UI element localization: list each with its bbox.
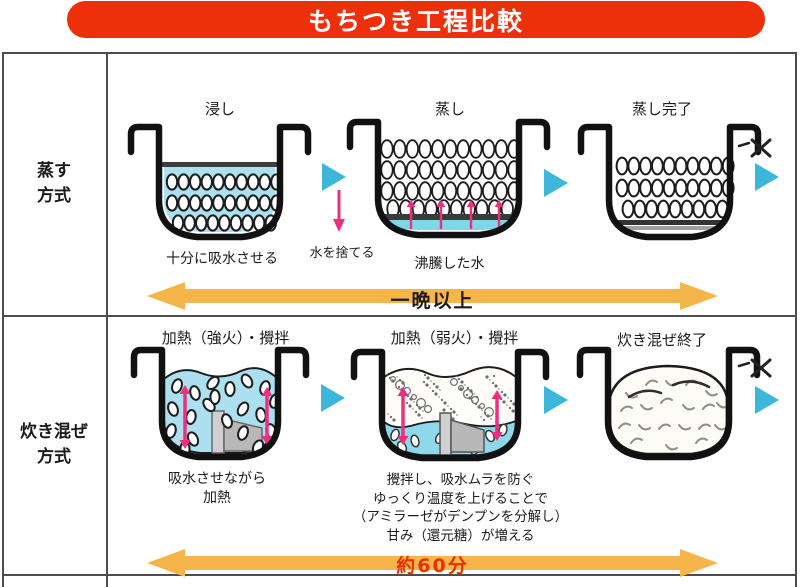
stage-title-steam: 蒸し (434, 100, 465, 118)
title-banner: もちつき工程比較 (67, 1, 765, 38)
stage-title-steam-done: 蒸し完了 (631, 100, 692, 118)
method-label-steam: 蒸す 方式 (37, 161, 71, 206)
cut-mark-icon (737, 138, 772, 158)
row-divider (2, 315, 797, 317)
pot-illustration-cookmix-done (576, 346, 761, 461)
caption-soak: 十分に吸水させる (166, 251, 278, 267)
pot-illustration-steam-complete (577, 123, 762, 241)
table-border-bottom (2, 574, 797, 576)
flow-arrow-icon (322, 163, 346, 191)
stage-title-cookmix-done: 炊き混ぜ終了 (616, 331, 707, 349)
pot-illustration-soaking (127, 123, 312, 241)
label-column-divider (106, 52, 108, 587)
flow-arrow-icon (755, 386, 779, 414)
table-border-left (2, 52, 4, 587)
caption-heat-low: 攪拌し、吸水ムラを防ぐ ゆっくり温度を上げることで （アミラーゼがデンプンを分解… (352, 472, 569, 544)
caption-heat-high: 吸水させながら 加熱 (168, 471, 266, 506)
page-title: もちつき工程比較 (307, 6, 524, 36)
table-border-right (795, 52, 797, 587)
duration-text-row2: 約60分 (396, 555, 469, 577)
duration-text-row1: 一晩以上 (390, 290, 475, 312)
caption-boiling-water: 沸騰した水 (414, 256, 485, 272)
pot-illustration-steaming (346, 118, 551, 239)
flow-arrow-icon (544, 386, 568, 414)
drain-water-note: 水を捨てる (309, 246, 375, 261)
drain-water-arrow-icon (333, 190, 345, 232)
flow-arrow-icon (755, 163, 779, 191)
pot-illustration-heat-high (130, 346, 310, 461)
flow-arrow-icon (321, 384, 345, 412)
cut-mark-icon (737, 358, 772, 378)
duration-arrow-row1 (147, 282, 718, 310)
pot-illustration-heat-low (350, 348, 550, 462)
duration-arrow-row2 (147, 549, 718, 577)
method-label-cook-mix: 炊き混ぜ 方式 (20, 422, 88, 467)
table-border-top (2, 52, 797, 54)
stage-title-soak: 浸し (204, 100, 235, 118)
stage-title-heat-high: 加熱（強火）・攪拌 (161, 329, 290, 347)
flow-arrow-icon (544, 169, 568, 197)
stage-title-heat-low: 加熱（弱火）・攪拌 (390, 329, 519, 347)
